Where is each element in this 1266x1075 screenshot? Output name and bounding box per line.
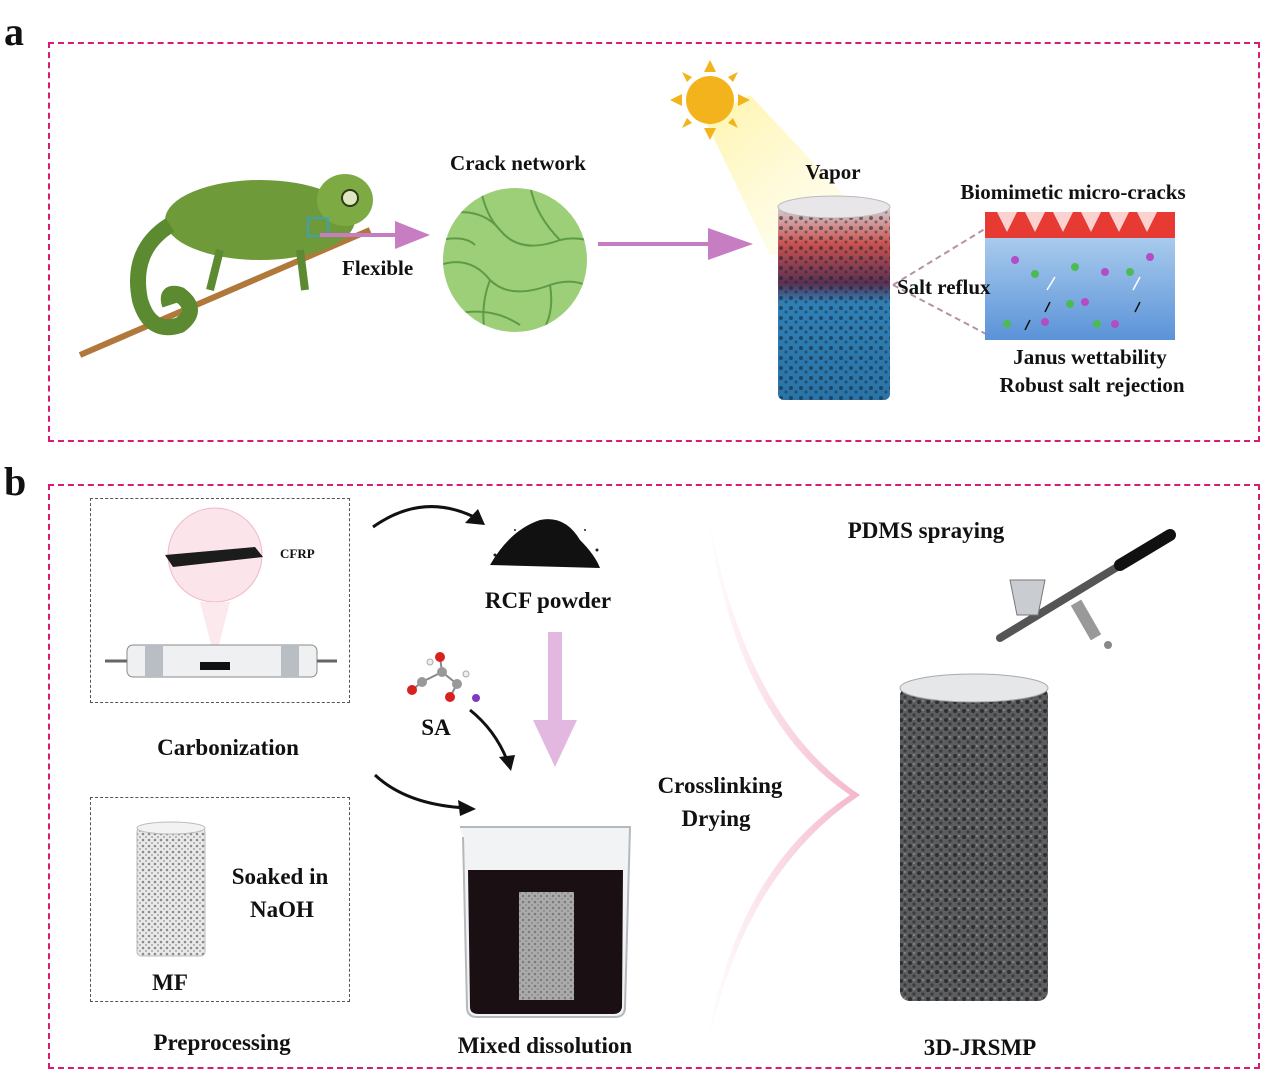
panel-a-letter: a [4,9,24,54]
chameleon-legs [206,249,309,291]
sodium-ions [1011,253,1154,328]
label-vapor: Vapor [805,160,861,184]
panel-b-letter: b [4,459,27,504]
micro-cracks [997,212,1157,232]
label-rcf-powder: RCF powder [484,588,612,613]
label-soaked-in: Soaked in [231,864,329,889]
arrow-to-crack-network [320,221,430,249]
chameleon-tail [130,218,198,336]
janus-cross-section [985,212,1175,340]
mf-sponge-image [136,821,206,957]
label-mixed-dissolution: Mixed dissolution [457,1033,633,1058]
label-carbonization: Carbonization [157,735,299,760]
panel-b-frame [48,484,1260,1069]
chameleon-body [165,180,355,260]
chloride-ions [1003,263,1134,328]
label-sa: SA [421,715,451,740]
beaker-mixed-solution [460,826,632,1018]
process-bracket-arrow [705,495,860,1060]
label-naoh: NaOH [250,897,314,922]
panel-a-frame [48,42,1260,442]
label-janus-wettability: Janus wettability [1013,345,1167,369]
label-cfrp: CFRP [280,546,315,561]
crack-network-image [443,188,587,332]
label-pdms-spraying: PDMS spraying [847,518,1005,543]
zoom-box [307,217,329,237]
reflux-arrows [1046,276,1141,291]
tube-furnace-illustration [105,507,337,678]
zoom-lines [892,226,989,336]
sun-icon [670,60,750,140]
flow-arrows [1024,301,1141,331]
chameleon-illustration [78,174,373,358]
label-crosslinking: Crosslinking [657,773,783,798]
label-preprocessing: Preprocessing [153,1030,291,1055]
carbonization-box [90,498,350,703]
label-crack-network: Crack network [450,151,586,175]
arrow-sa-to-mixing [469,708,515,771]
jrsmp-sponge-image [899,673,1049,1001]
label-3d-jrsmp: 3D-JRSMP [923,1035,1037,1060]
label-drying: Drying [681,806,751,831]
rcf-powder-pile [490,519,600,568]
cfrp-plate [165,547,263,567]
chameleon-eye [341,189,359,207]
airbrush-icon [996,529,1176,649]
label-salt-reflux: Salt reflux [897,275,991,299]
arrow-rcf-to-mixing [533,632,577,767]
label-flexible: Flexible [342,256,414,280]
branch [78,227,372,358]
arrow-to-rcf-powder [372,505,485,529]
arrow-to-evaporator [598,228,753,260]
preprocessing-box [90,797,350,1002]
label-biomimetic-micro-cracks: Biomimetic micro-cracks [960,180,1186,204]
arrow-mf-to-mixing [373,773,476,816]
evaporator-cylinder [777,195,891,400]
sa-molecule-model [407,652,480,702]
label-robust-salt-rejection: Robust salt rejection [999,373,1185,397]
label-mf: MF [152,970,188,995]
